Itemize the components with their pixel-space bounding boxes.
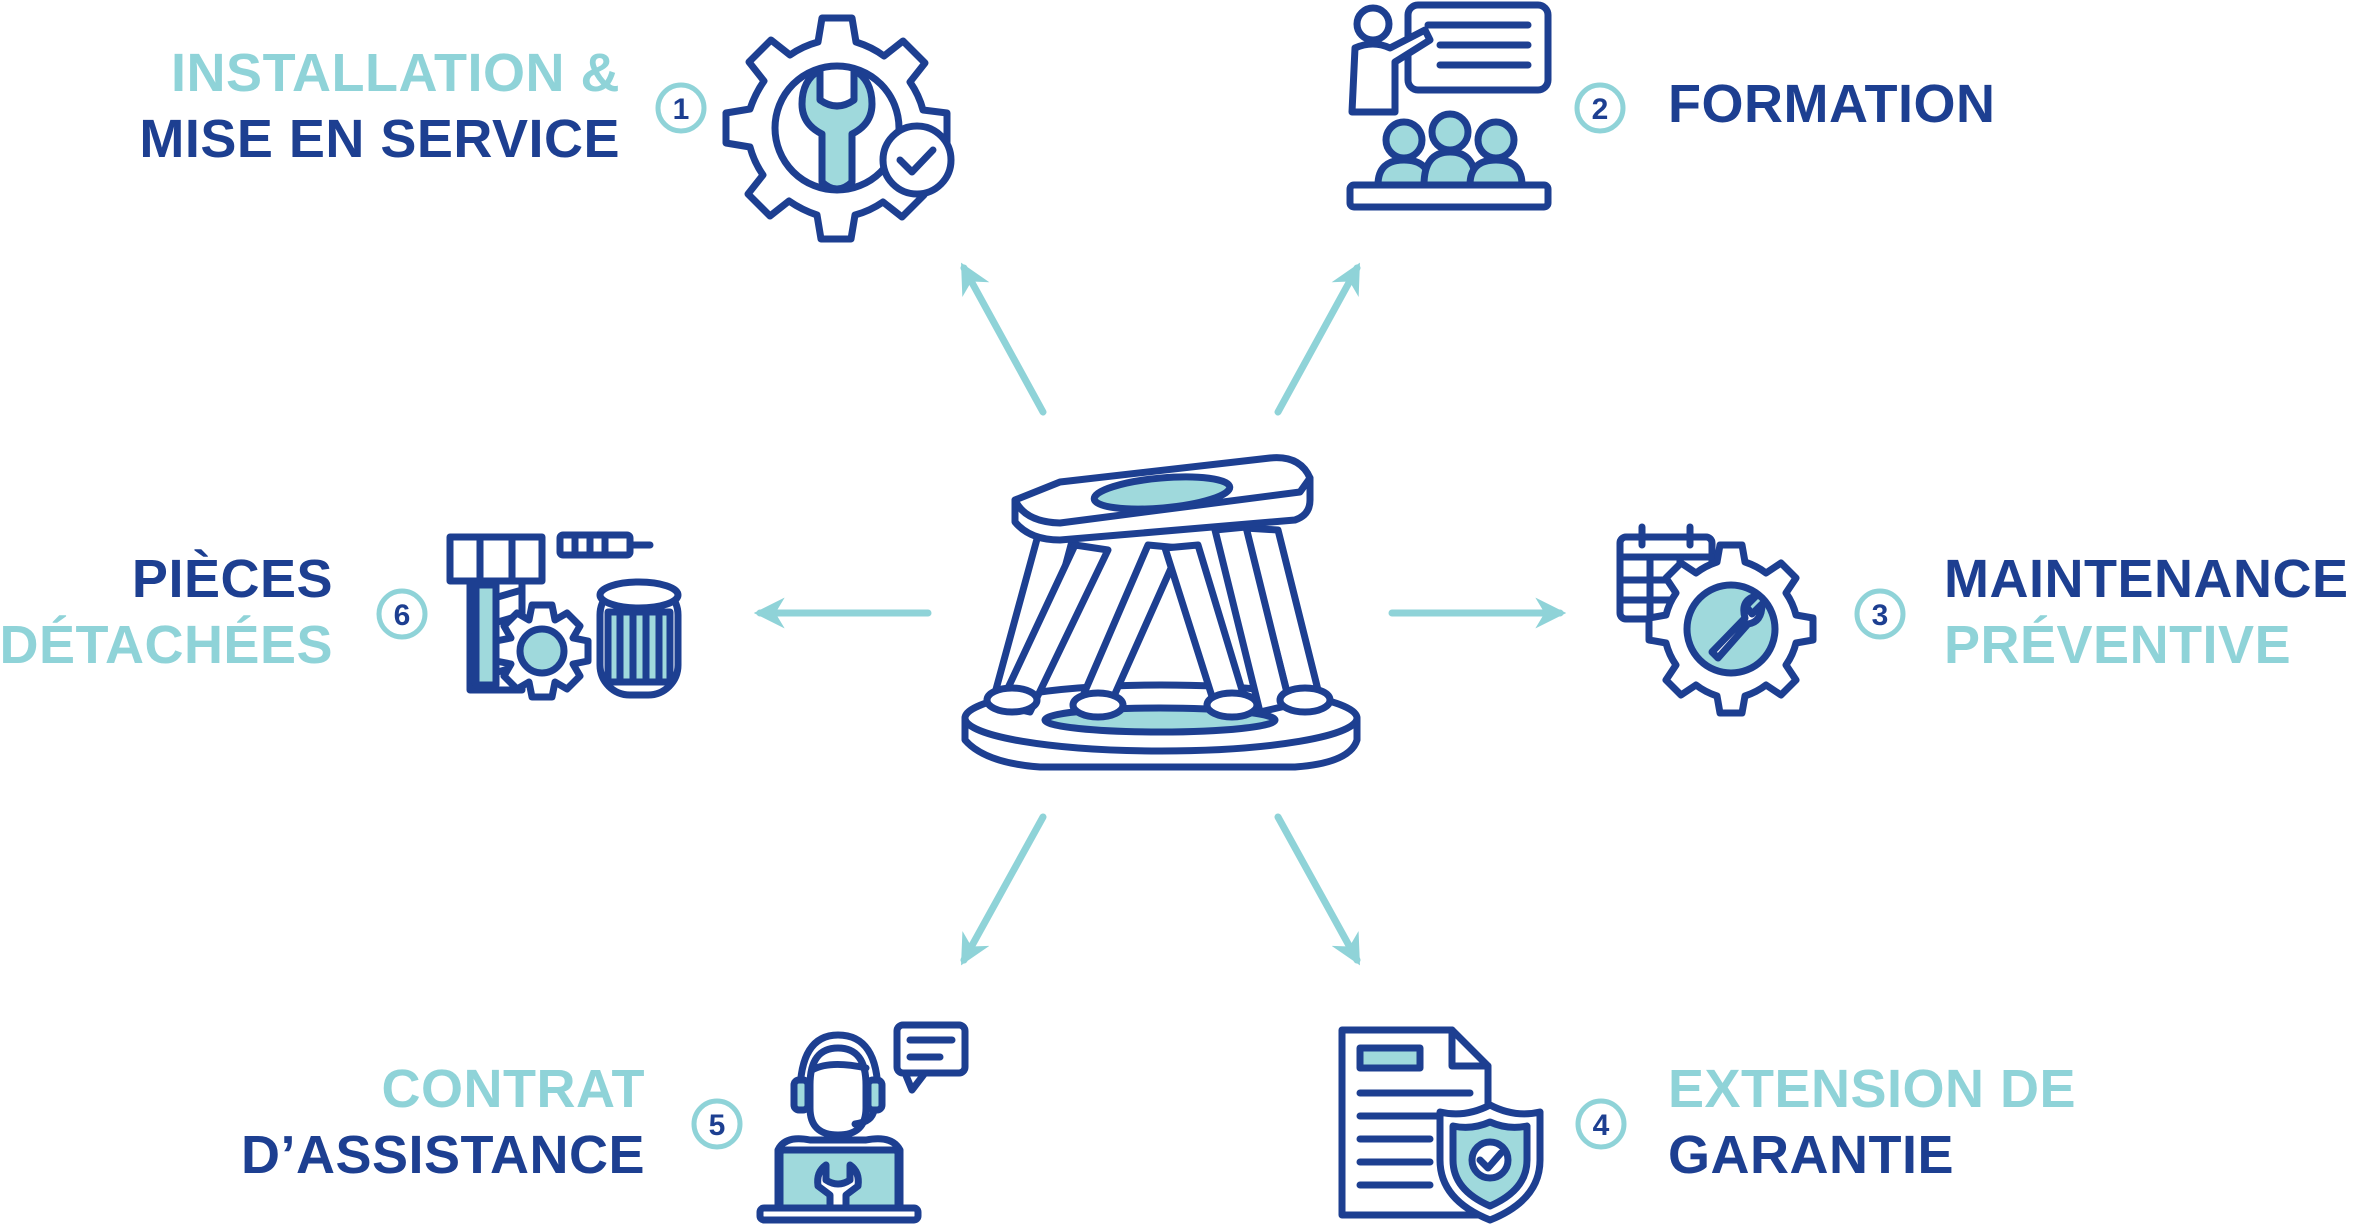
arrows bbox=[753, 262, 1567, 966]
arrow-to-assistance bbox=[960, 813, 1047, 966]
label-line-2: PRÉVENTIVE bbox=[1944, 615, 2292, 675]
badge-number: 3 bbox=[1872, 599, 1889, 632]
service-label-maintenance: MAINTENANCE PRÉVENTIVE bbox=[1944, 546, 2349, 678]
badge-2: 2 bbox=[1574, 82, 1626, 134]
badge-4: 4 bbox=[1575, 1098, 1627, 1150]
badge-number: 4 bbox=[1593, 1109, 1610, 1142]
service-label-pieces: PIÈCES DÉTACHÉES bbox=[0, 546, 333, 678]
gear-wrench-check-icon bbox=[722, 14, 955, 243]
spare-parts-icon bbox=[446, 531, 682, 701]
support-agent-icon bbox=[756, 1021, 969, 1224]
hexapod-platform-icon bbox=[961, 454, 1361, 771]
badge-3: 3 bbox=[1854, 588, 1906, 640]
service-label-installation: INSTALLATION & MISE EN SERVICE bbox=[139, 40, 620, 172]
label-line-1: EXTENSION DE bbox=[1668, 1059, 2077, 1119]
label-line-2: GARANTIE bbox=[1668, 1125, 1954, 1185]
badge-number: 6 bbox=[394, 599, 411, 632]
badge-1: 1 bbox=[655, 82, 707, 134]
arrow-to-formation bbox=[1274, 262, 1361, 416]
classroom-presentation-icon bbox=[1346, 1, 1552, 211]
badge-number: 1 bbox=[673, 93, 690, 126]
label-line-1: PIÈCES bbox=[131, 549, 333, 609]
number-badges: 1 2 3 4 5 6 bbox=[376, 82, 1906, 1150]
label-line-2: DÉTACHÉES bbox=[0, 615, 333, 675]
document-shield-icon bbox=[1338, 1026, 1544, 1224]
badge-6: 6 bbox=[376, 588, 428, 640]
label-line-2: MISE EN SERVICE bbox=[139, 109, 620, 169]
label-line-1: INSTALLATION & bbox=[171, 43, 620, 103]
badge-number: 5 bbox=[709, 1109, 726, 1142]
label-line-1: FORMATION bbox=[1668, 74, 1996, 134]
calendar-gear-icon bbox=[1616, 523, 1817, 717]
label-line-2: D’ASSISTANCE bbox=[240, 1125, 645, 1185]
badge-5: 5 bbox=[691, 1098, 743, 1150]
label-line-1: CONTRAT bbox=[381, 1059, 645, 1119]
arrow-to-garantie bbox=[1274, 813, 1361, 966]
badge-number: 2 bbox=[1592, 93, 1609, 126]
arrow-to-installation bbox=[960, 262, 1047, 416]
service-label-garantie: EXTENSION DE GARANTIE bbox=[1668, 1056, 2076, 1188]
service-label-assistance: CONTRAT D’ASSISTANCE bbox=[241, 1056, 645, 1188]
label-line-1: MAINTENANCE bbox=[1944, 549, 2349, 609]
service-label-formation: FORMATION bbox=[1668, 71, 1995, 137]
